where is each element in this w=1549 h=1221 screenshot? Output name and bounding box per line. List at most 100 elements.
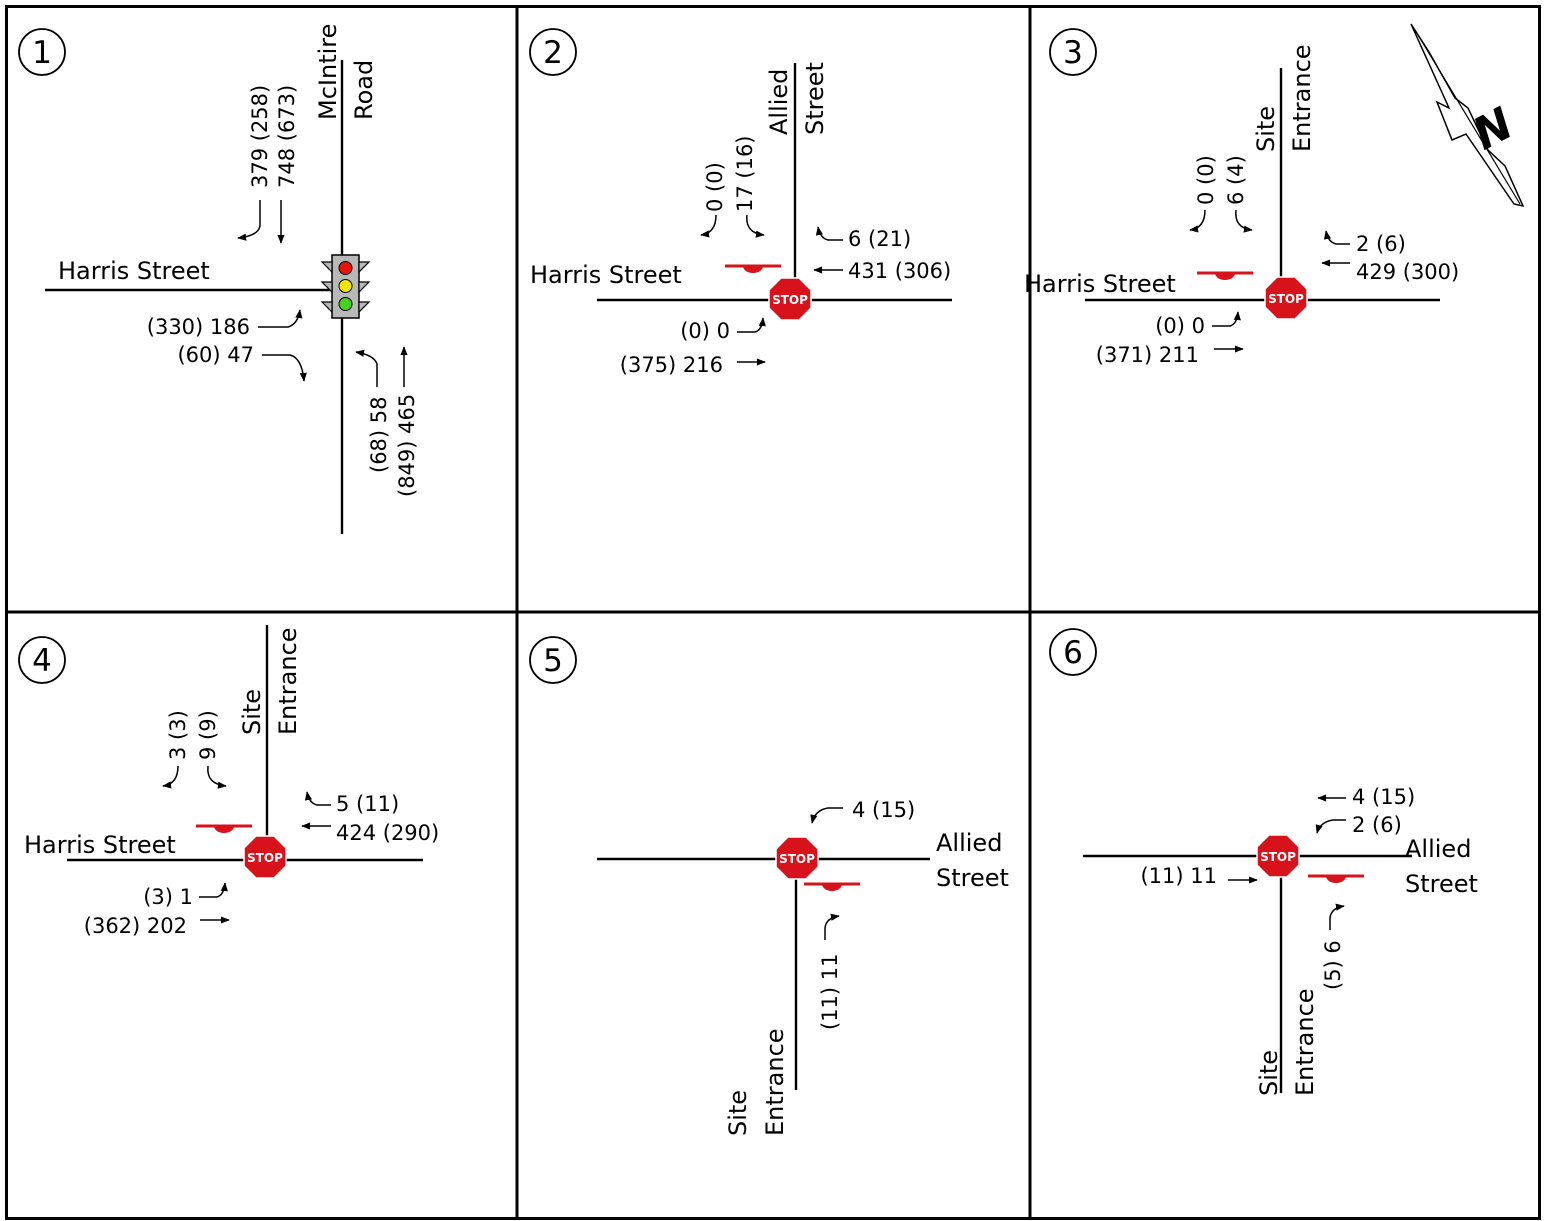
panel-5-number: 5 (543, 643, 563, 679)
stop-sign-icon: STOP (1264, 276, 1308, 320)
stop-bar (802, 882, 862, 893)
sb-left-arrow (237, 200, 261, 241)
eb-left-arrow (737, 317, 766, 333)
nb-right-arrow (824, 913, 840, 940)
nb-right-volume: (11) 11 (818, 953, 842, 1030)
wb-through-volume: 4 (15) (1352, 785, 1415, 809)
mcintire-label: McIntire (314, 24, 342, 120)
wb-left-arrow (1323, 230, 1350, 245)
allied-label: Allied (936, 829, 1002, 857)
stop-sign-icon: STOP (768, 277, 812, 321)
entrance-label: Entrance (761, 1028, 789, 1136)
panel-1-number: 1 (32, 35, 52, 71)
eb-left-volume: (3) 1 (143, 885, 193, 909)
stop-sign-icon: STOP (775, 836, 819, 880)
svg-text:N: N (1465, 98, 1521, 160)
site-label: Site (1255, 1050, 1283, 1096)
nb-through-volume: (849) 465 (395, 394, 419, 497)
sb-right-volume: 0 (0) (703, 162, 727, 212)
sb-left-arrow (746, 214, 765, 238)
eb-left-arrow (258, 309, 303, 328)
panel-2-number-circle (529, 28, 577, 76)
harris-street-label: Harris Street (1024, 270, 1176, 298)
harris-street-label: Harris Street (24, 831, 176, 859)
eb-through-volume: (362) 202 (84, 914, 187, 938)
wb-through-volume: 424 (290) (336, 821, 439, 845)
sb-through-volume: 748 (673) (275, 85, 299, 188)
sb-left-volume: 9 (9) (196, 710, 220, 760)
wb-left-arrow (304, 791, 331, 806)
stop-bar (1195, 271, 1255, 282)
sb-left-volume: 379 (258) (248, 85, 272, 188)
svg-text:STOP: STOP (779, 852, 815, 866)
sb-right-arrow (162, 765, 179, 789)
panel-1-number-circle (18, 28, 66, 76)
panel-grid (5, 5, 1541, 1220)
wb-left-arrow (815, 226, 843, 241)
allied-label: Allied (765, 69, 793, 135)
stop-sign-icon: STOP (243, 835, 287, 879)
eb-left-volume: (0) 0 (1155, 314, 1205, 338)
wb-left-volume: 2 (6) (1352, 813, 1402, 837)
panel-3-number: 3 (1063, 35, 1083, 71)
sb-left-volume: 17 (16) (733, 135, 757, 212)
sb-right-volume: 3 (3) (166, 710, 190, 760)
sb-right-arrow (1189, 209, 1206, 233)
wb-left-volume: 2 (6) (1356, 232, 1406, 256)
site-label: Site (724, 1090, 752, 1136)
panel-4: 4 Harris Street Site Entrance STOP 3 (3)… (18, 625, 439, 938)
stop-bar (723, 264, 783, 275)
eb-left-volume: (0) 0 (680, 319, 730, 343)
eb-left-arrow (199, 882, 228, 898)
entrance-label: Entrance (1291, 988, 1319, 1096)
street-label: Street (801, 62, 829, 135)
stop-bar (1306, 874, 1366, 885)
wb-left-arrow (1315, 819, 1346, 834)
site-label: Site (1252, 106, 1280, 152)
svg-text:STOP: STOP (247, 851, 283, 865)
eb-through-volume: (375) 216 (620, 353, 723, 377)
panel-5: 5 Allied Street Site Entrance STOP 4 (15… (529, 636, 1009, 1136)
harris-street-label: Harris Street (58, 257, 210, 285)
wb-left-volume: 5 (11) (336, 792, 399, 816)
panel-6: 6 Allied Street Site Entrance STOP 4 (15… (1049, 628, 1478, 1096)
panel-4-number-circle (18, 636, 66, 684)
eb-through-volume: (371) 211 (1096, 343, 1199, 367)
wb-through-volume: 431 (306) (848, 259, 951, 283)
svg-text:STOP: STOP (1268, 292, 1304, 306)
eb-through-volume: (11) 11 (1140, 864, 1217, 888)
panel-5-number-circle (529, 636, 577, 684)
nb-right-volume: (5) 6 (1321, 940, 1345, 990)
stop-sign-icon: STOP (1256, 834, 1300, 878)
eb-right-volume: (60) 47 (177, 343, 254, 367)
panel-6-number: 6 (1063, 635, 1083, 671)
panel-2: 2 Harris Street Allied Street STOP 0 (0)… (529, 28, 952, 377)
panel-2-number: 2 (543, 35, 563, 71)
street-label: Street (936, 864, 1009, 892)
north-arrow-icon: N (1410, 23, 1525, 208)
harris-street-label: Harris Street (530, 261, 682, 289)
entrance-label: Entrance (1288, 44, 1316, 152)
panel-6-number-circle (1049, 628, 1097, 676)
wb-left-volume: 6 (21) (848, 227, 911, 251)
eb-left-arrow (1212, 311, 1241, 327)
entrance-label: Entrance (274, 627, 302, 735)
traffic-signal-icon (320, 254, 371, 319)
panel-1: 1 Harris Street McIntire Road 379 (258) … (18, 24, 419, 534)
nb-right-arrow (355, 349, 378, 387)
eb-left-volume: (330) 186 (147, 315, 250, 339)
street-label: Street (1405, 870, 1478, 898)
stop-bar (194, 824, 254, 835)
panel-4-number: 4 (32, 643, 52, 679)
svg-text:STOP: STOP (1260, 850, 1296, 864)
sb-right-arrow (700, 214, 717, 238)
wb-left-arrow (810, 807, 843, 824)
nb-right-arrow (1329, 903, 1345, 930)
site-label: Site (238, 689, 266, 735)
wb-left-volume: 4 (15) (852, 798, 915, 822)
panel-3-number-circle (1049, 28, 1097, 76)
road-label: Road (350, 60, 378, 120)
eb-right-arrow (262, 354, 307, 382)
panel-3: 3 Harris Street Site Entrance STOP 0 (0)… (1024, 23, 1525, 367)
